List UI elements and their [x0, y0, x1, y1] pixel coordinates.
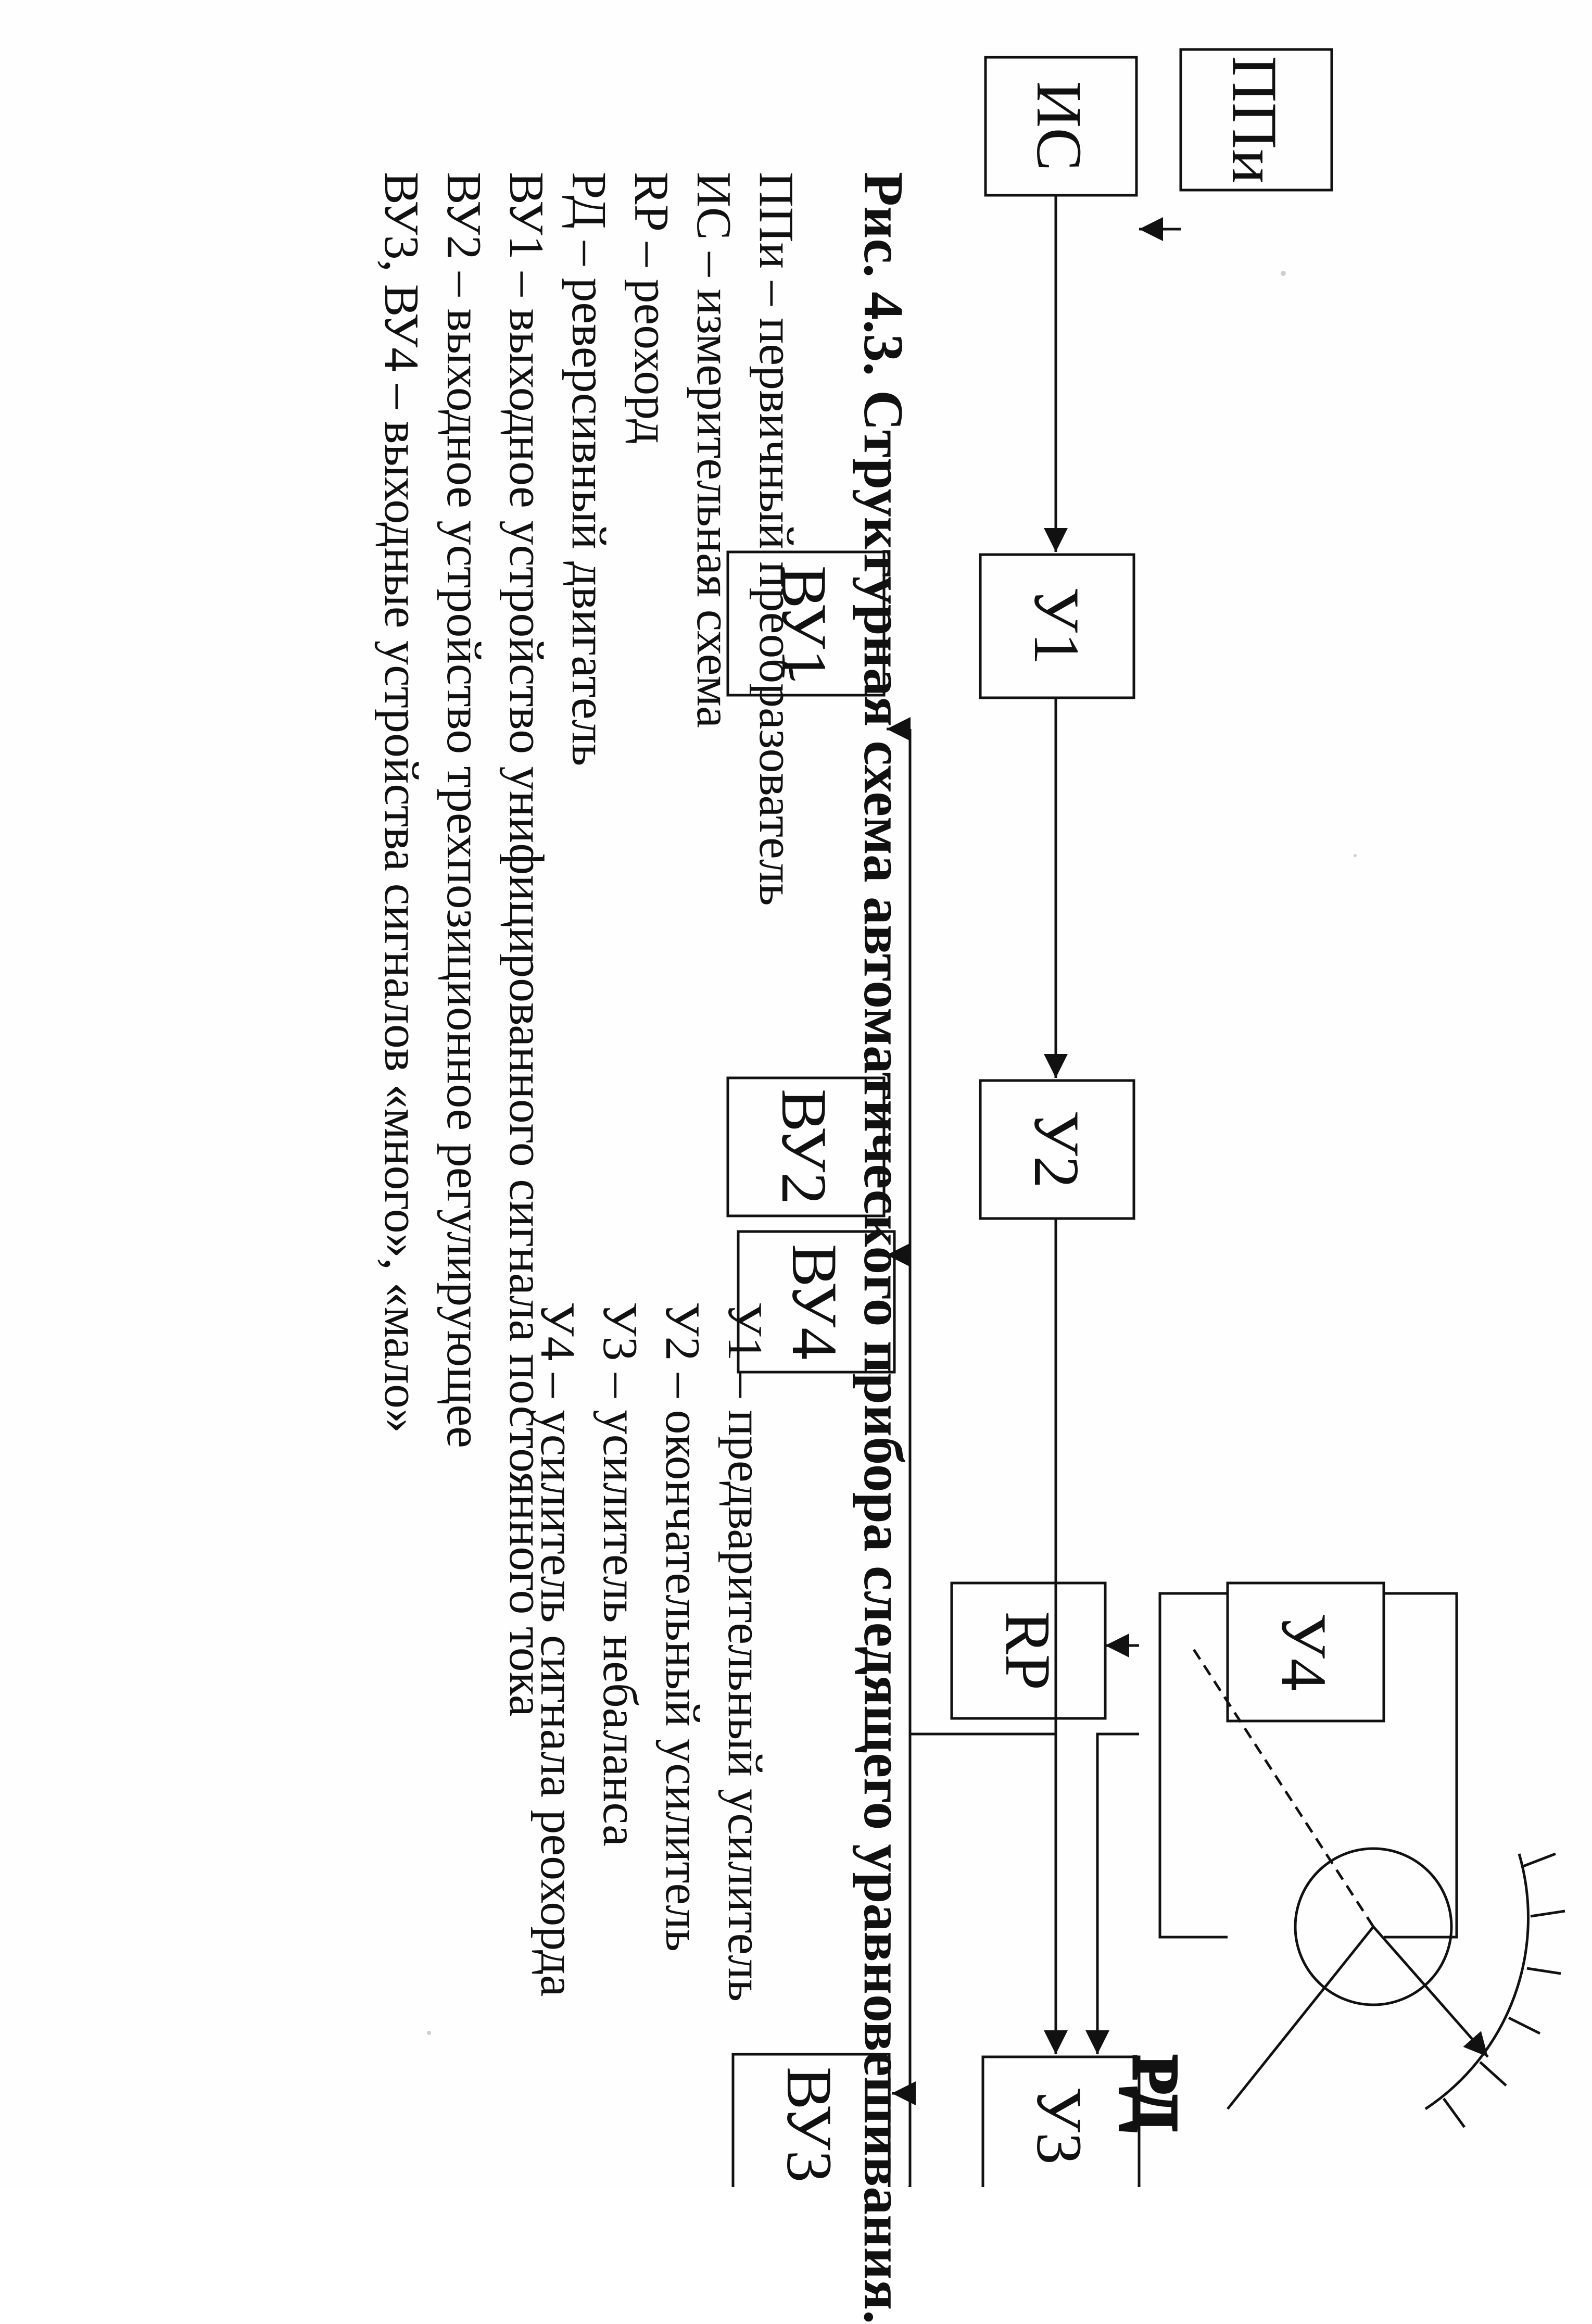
block-amp4	[1226, 1581, 1385, 1723]
scan-speck	[1354, 854, 1357, 857]
label-measuring-circuit: ИС	[1024, 81, 1095, 171]
block-out2	[726, 1076, 886, 1217]
scan-speck	[1281, 271, 1286, 276]
legend-left-3: РД – реверсивный двигатель	[562, 172, 616, 767]
legend-right-2: У3 – усилитель небаланса	[593, 1302, 647, 1846]
scan-speck	[427, 2031, 431, 2035]
rheochord-loop-left	[1384, 1592, 1458, 1939]
figure-caption: Рис. 4.3. Структурная схема автоматическ…	[852, 172, 914, 2324]
label-motor: РД	[1120, 2055, 1191, 2132]
scale-tick	[1530, 1910, 1565, 1918]
label-amp1: У1	[1021, 587, 1092, 665]
legend-left-6: ВУ3, ВУ4 – выходные устройства сигналов …	[374, 172, 428, 1433]
scale-tick	[1526, 1967, 1561, 1975]
legend-right-1: У2 – окончательный усилитель	[655, 1302, 710, 1952]
label-amp4: У4	[1268, 1613, 1340, 1691]
arrow-u4-to-u3	[1085, 1732, 1139, 2054]
legend-left-1: ИС – измерительная схема	[687, 172, 741, 728]
legend-left-5: ВУ2 – выходное устройство трехпозиционно…	[437, 172, 491, 1448]
label-out1: ВУ1	[768, 566, 840, 681]
block-sensor	[1179, 48, 1333, 192]
rheochord-loop-right	[1158, 1592, 1228, 1939]
block-amp3	[981, 2055, 1141, 2187]
label-amp2: У2	[1021, 1110, 1092, 1188]
legend-left-2: RP – реохорд	[624, 172, 678, 444]
label-out2: ВУ2	[768, 1089, 840, 1204]
legend-right-3: У4 – усилитель сигнала реохорда	[530, 1302, 585, 1997]
scale-tick	[1508, 2016, 1541, 2035]
scale-tick	[1442, 2097, 1466, 2128]
legend-right-0: У1 – предварительный усилитель	[718, 1302, 772, 2002]
block-out1	[726, 550, 886, 697]
label-rheochord: RP	[992, 1611, 1064, 1690]
motor-shaft	[1227, 1926, 1374, 2110]
scale-tick	[1521, 1852, 1556, 1868]
block-measuring-circuit	[984, 56, 1138, 197]
label-sensor: ППи	[1219, 56, 1290, 183]
motor-circle	[1294, 1847, 1453, 2006]
pointer-needle	[1372, 1926, 1489, 2058]
block-out3	[731, 2053, 891, 2187]
paper-background	[0, 0, 1592, 2187]
label-out3: ВУ3	[774, 2067, 845, 2182]
rotated-page-content: РД ППи ИС У1 У2 У3 У4 RP ВУ1 ВУ2 ВУ3 ВУ4…	[374, 48, 1565, 2324]
scale-arc	[1424, 1853, 1530, 2111]
legend-left-0: ППи – первичный преобразователь	[749, 172, 803, 906]
label-amp3: У3	[1024, 2087, 1095, 2165]
block-diagram: РД ППи ИС У1 У2 У3 У4 RP ВУ1 ВУ2 ВУ3 ВУ4	[726, 48, 1565, 2187]
scale-tick	[1479, 2061, 1507, 2087]
label-out4: ВУ4	[779, 1244, 850, 1360]
block-out4	[737, 1230, 896, 1374]
motor-group: РД	[1119, 1847, 1565, 2133]
